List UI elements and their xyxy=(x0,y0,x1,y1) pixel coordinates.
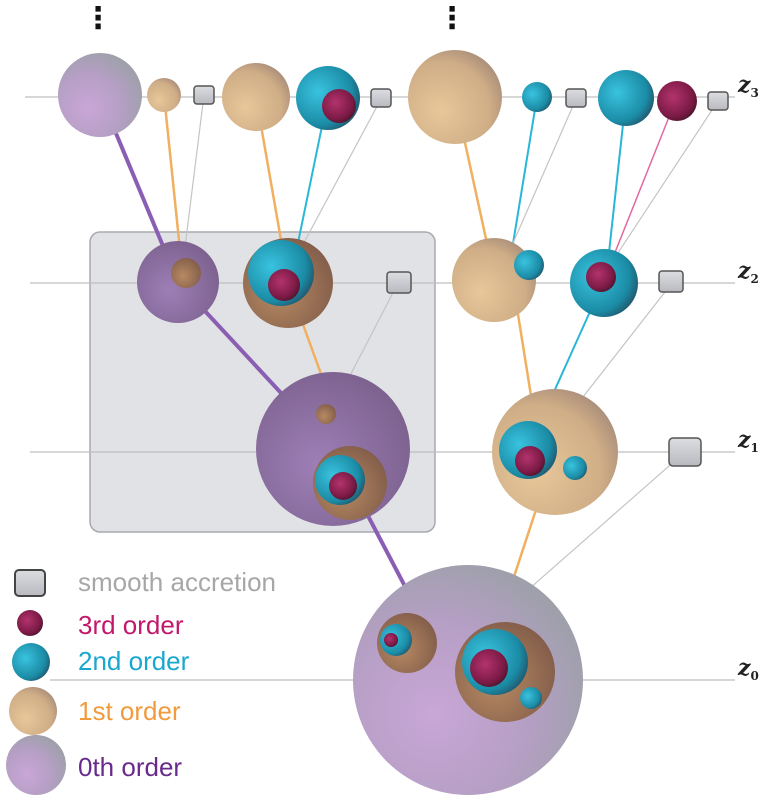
legend-label: 1st order xyxy=(78,696,181,726)
legend: smooth accretion 3rd order 2nd order 1st… xyxy=(6,567,276,795)
halo-3rd xyxy=(657,81,697,121)
legend-label: 2nd order xyxy=(78,646,190,676)
legend-item-2nd: 2nd order xyxy=(12,643,190,681)
halo-3rd xyxy=(470,649,508,687)
link-smooth xyxy=(504,451,686,611)
legend-1st-circle xyxy=(9,687,57,735)
halo-3rd xyxy=(329,472,357,500)
link-smooth xyxy=(299,98,382,251)
row-z3 xyxy=(58,50,729,144)
row-z0 xyxy=(353,565,583,795)
halo-1st-sub xyxy=(171,258,201,288)
halo-3rd xyxy=(322,89,356,123)
legend-item-3rd: 3rd order xyxy=(17,610,184,640)
halo-1st xyxy=(408,50,502,144)
legend-item-0th: 0th order xyxy=(6,735,182,795)
link-smooth xyxy=(509,98,577,251)
smooth-accretion-square xyxy=(658,270,684,293)
legend-label: 3rd order xyxy=(78,610,184,640)
halo-1st xyxy=(452,238,536,322)
halo-2nd xyxy=(598,70,654,126)
legend-3rd-circle xyxy=(17,610,43,636)
smooth-accretion-square xyxy=(565,88,587,108)
legend-smooth-square xyxy=(14,569,46,597)
smooth-accretion-square xyxy=(193,85,215,105)
halo-3rd xyxy=(384,633,398,647)
level-label-z0: z0 xyxy=(737,655,759,683)
legend-label: 0th order xyxy=(78,752,182,782)
smooth-accretion-square xyxy=(668,437,702,467)
row-z1 xyxy=(256,372,702,526)
legend-2nd-circle xyxy=(12,643,50,681)
smooth-accretion-square xyxy=(370,88,392,108)
ellipsis-right: ⋮ xyxy=(437,1,467,36)
level-label-z1: z1 xyxy=(737,427,759,455)
halo-2nd-sub xyxy=(514,250,544,280)
link-1st xyxy=(162,94,182,251)
smooth-accretion-square xyxy=(386,271,412,294)
level-label-z2: z2 xyxy=(737,258,759,286)
redshift-labels: z3 z2 z1 z0 xyxy=(737,72,759,683)
legend-label: smooth accretion xyxy=(78,567,276,597)
halo-3rd xyxy=(515,446,545,476)
ellipsis-left: ⋮ xyxy=(83,1,113,36)
link-smooth xyxy=(183,94,205,256)
halo-3rd xyxy=(268,269,300,301)
legend-item-smooth: smooth accretion xyxy=(14,567,276,597)
halo-0th xyxy=(58,53,142,137)
halo-2nd-sub xyxy=(563,456,587,480)
legend-item-1st: 1st order xyxy=(9,687,181,735)
link-3rd xyxy=(605,96,678,276)
row-z2 xyxy=(137,238,684,328)
halo-3rd xyxy=(586,262,616,292)
level-label-z3: z3 xyxy=(737,72,759,100)
halo-2nd xyxy=(522,82,552,112)
link-2nd xyxy=(509,96,538,263)
halo-1st xyxy=(147,78,181,112)
smooth-accretion-square xyxy=(707,91,729,111)
halo-1st xyxy=(222,63,290,131)
halo-1st-sub xyxy=(316,404,336,424)
legend-0th-circle xyxy=(6,735,66,795)
link-smooth xyxy=(611,100,719,263)
halo-2nd-sub xyxy=(520,687,542,709)
